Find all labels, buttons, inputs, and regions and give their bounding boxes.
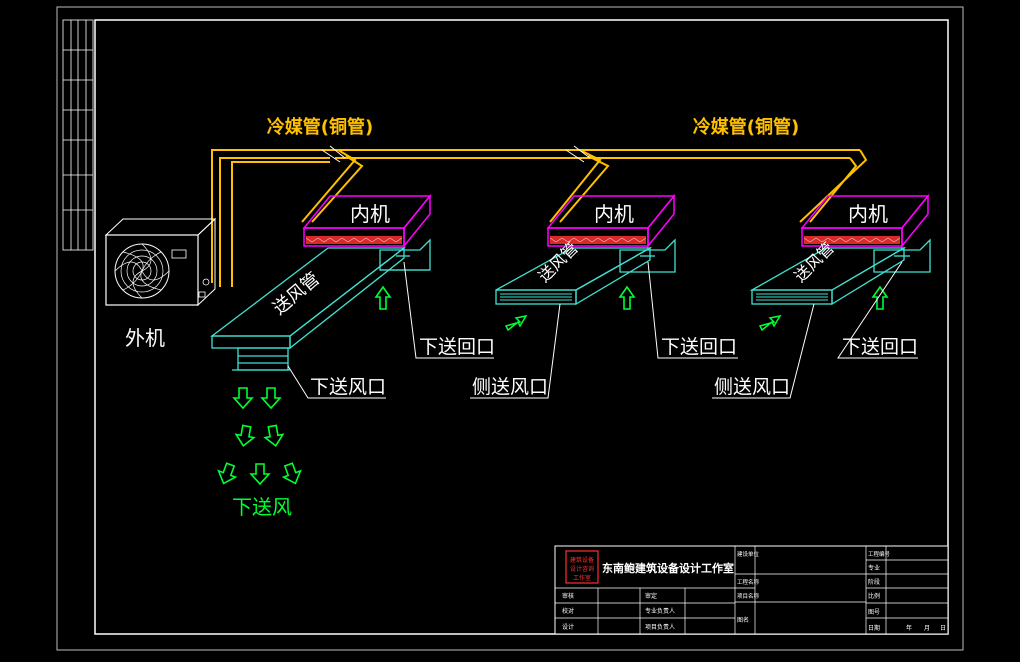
scale-label: 比例 bbox=[868, 592, 880, 600]
title-block: 建筑设备 设计咨询 工作室 东南鲍建筑设备设计工作室 审核 校对 设计 审定 专… bbox=[554, 545, 949, 635]
outdoor-unit bbox=[104, 217, 217, 307]
design-label: 设计 bbox=[562, 623, 574, 631]
side-supply-outlet-label-2: 侧送风口 bbox=[714, 376, 790, 398]
return-outlet-label-3: 下送回口 bbox=[842, 336, 918, 358]
pipe-junctions bbox=[321, 145, 591, 163]
sheet-outer-frame bbox=[56, 6, 964, 651]
supply-duct-1 bbox=[210, 238, 431, 371]
drawing-border bbox=[94, 19, 949, 635]
date-year: 年 bbox=[906, 624, 912, 632]
project-lead-label: 项目负责人 bbox=[645, 623, 675, 631]
company-name: 东南鲍建筑设备设计工作室 bbox=[602, 561, 734, 575]
company-stamp bbox=[565, 550, 599, 584]
supply-duct-3 bbox=[749, 238, 931, 306]
indoor-unit-label-3: 内机 bbox=[848, 202, 888, 226]
stamp-line-2: 设计咨询 bbox=[570, 565, 594, 573]
approve-label: 审定 bbox=[645, 592, 657, 600]
heat-coil bbox=[550, 236, 646, 244]
pipe-label-right: 冷媒管(铜管) bbox=[693, 116, 799, 138]
indoor-unit-3 bbox=[800, 193, 930, 249]
project-number-label: 工程编号 bbox=[868, 550, 891, 558]
project-name-label: 工程名称 bbox=[737, 578, 760, 586]
check-label: 校对 bbox=[562, 607, 574, 615]
date-label: 日期 bbox=[868, 624, 880, 632]
drawing-name-label: 图名 bbox=[737, 616, 749, 624]
indoor-unit-2 bbox=[546, 193, 676, 249]
downdraft-arrows bbox=[214, 387, 305, 488]
discipline-lead-label: 专业负责人 bbox=[645, 607, 675, 615]
client-label: 建设单位 bbox=[737, 550, 760, 558]
discipline-label: 专业 bbox=[868, 564, 880, 572]
review-label: 审核 bbox=[562, 592, 574, 600]
item-name-label: 项目名称 bbox=[737, 592, 760, 600]
date-day: 日 bbox=[940, 625, 946, 632]
downdraft-label: 下送风 bbox=[232, 495, 292, 519]
pipe-label-left: 冷媒管(铜管) bbox=[267, 116, 373, 138]
date-month: 月 bbox=[924, 625, 930, 632]
outdoor-unit-label: 外机 bbox=[125, 326, 165, 350]
stamp-line-1: 建筑设备 bbox=[570, 556, 594, 564]
return-outlet-label-1: 下送回口 bbox=[419, 336, 495, 358]
refrigerant-pipes bbox=[211, 149, 868, 287]
heat-coil bbox=[306, 236, 402, 244]
supply-duct-label-1: 送风管 bbox=[269, 268, 324, 319]
return-outlet-label-2: 下送回口 bbox=[661, 336, 737, 358]
leader-lines bbox=[287, 261, 918, 399]
binding-strip bbox=[62, 19, 94, 251]
supply-duct-2 bbox=[495, 238, 676, 306]
bottom-supply-outlet-label: 下送风口 bbox=[310, 376, 386, 398]
heat-coil bbox=[804, 236, 900, 244]
drawing-number-label: 图号 bbox=[868, 609, 880, 616]
stamp-line-3: 工作室 bbox=[573, 574, 591, 582]
indoor-unit-label-1: 内机 bbox=[350, 202, 390, 226]
side-supply-arrows bbox=[504, 314, 782, 332]
indoor-unit-label-2: 内机 bbox=[594, 202, 634, 226]
stage-label: 阶段 bbox=[868, 578, 880, 586]
indoor-unit-1 bbox=[302, 193, 432, 249]
side-supply-outlet-label-1: 侧送风口 bbox=[472, 376, 548, 398]
